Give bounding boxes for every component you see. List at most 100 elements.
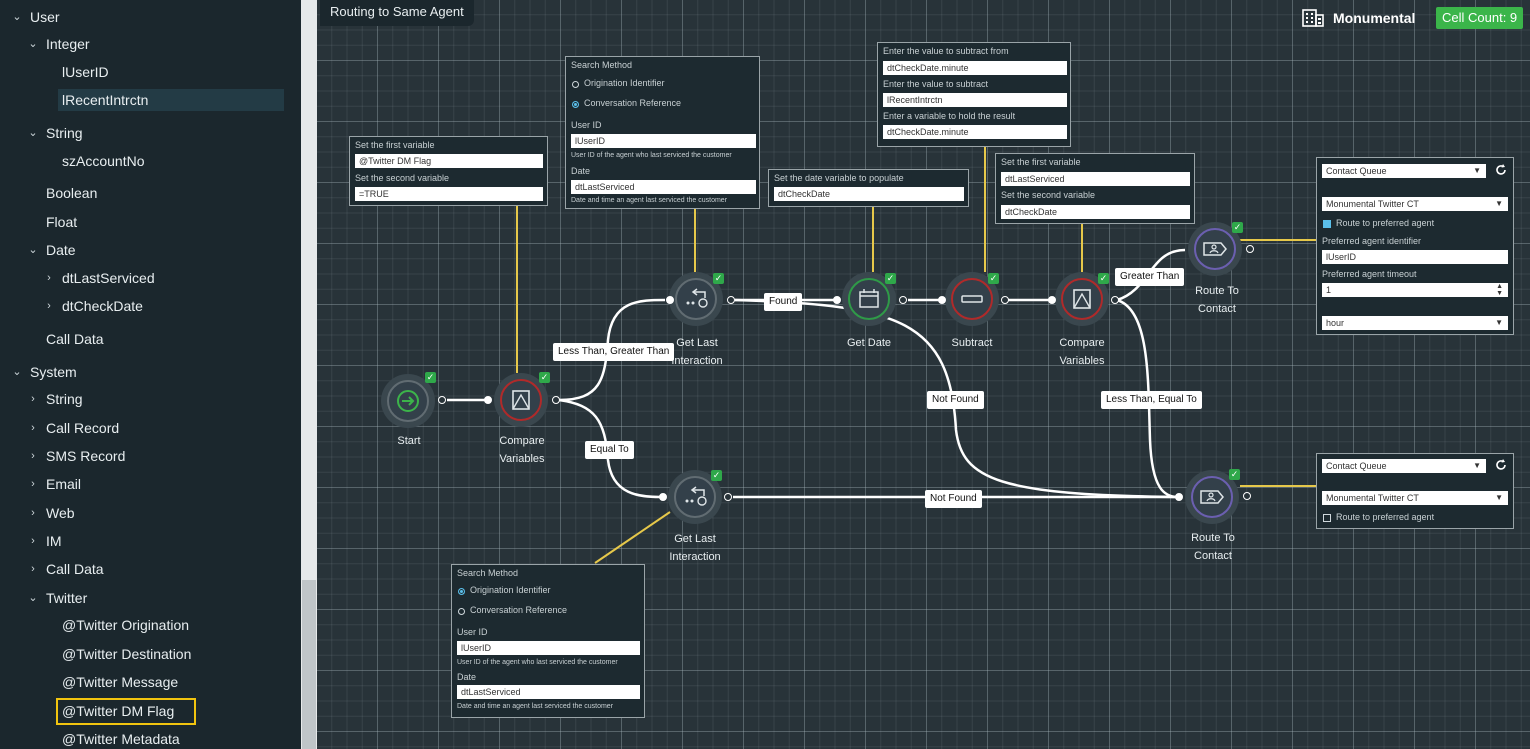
user-id-input[interactable]: lUserID bbox=[571, 134, 756, 148]
tree-item-twitter-dm-flag[interactable]: @Twitter DM Flag bbox=[56, 698, 196, 725]
tree-item-system-string[interactable]: ›String bbox=[26, 388, 286, 410]
chevron-right-icon[interactable]: › bbox=[47, 272, 51, 284]
queue-type-select[interactable]: Contact Queue▼ bbox=[1322, 459, 1486, 473]
tree-item-twitter-destination[interactable]: @Twitter Destination bbox=[58, 643, 284, 665]
input-port[interactable] bbox=[1048, 296, 1056, 304]
user-id-input[interactable]: lUserID bbox=[457, 641, 640, 655]
chevron-down-icon[interactable]: ⌄ bbox=[12, 11, 22, 23]
start-node[interactable] bbox=[381, 374, 435, 428]
tree-item-system-call-data[interactable]: ›Call Data bbox=[26, 558, 286, 580]
second-variable-input[interactable]: dtCheckDate bbox=[1001, 205, 1190, 219]
output-port[interactable] bbox=[1111, 296, 1119, 304]
output-port[interactable] bbox=[552, 396, 560, 404]
output-port[interactable] bbox=[438, 396, 446, 404]
subtract-value-input[interactable]: lRecentIntrctn bbox=[883, 93, 1067, 107]
edge-label-found[interactable]: Found bbox=[764, 293, 803, 311]
preferred-agent-checkbox[interactable] bbox=[1323, 514, 1331, 522]
first-variable-input[interactable]: @Twitter DM Flag bbox=[355, 154, 543, 168]
chevron-right-icon[interactable]: › bbox=[31, 450, 35, 462]
tree-item-web[interactable]: ›Web bbox=[26, 502, 286, 524]
tree-item-user[interactable]: ⌄User bbox=[10, 6, 290, 28]
tree-item-twitter-metadata[interactable]: @Twitter Metadata bbox=[58, 728, 284, 749]
tree-item-dtlastserviced[interactable]: ›dtLastServiced bbox=[42, 267, 286, 289]
edge-label-less-greater[interactable]: Less Than, Greater Than bbox=[553, 343, 675, 361]
chevron-right-icon[interactable]: › bbox=[31, 393, 35, 405]
chevron-down-icon[interactable]: ⌄ bbox=[28, 244, 38, 256]
subtract-node[interactable] bbox=[945, 272, 999, 326]
route-to-contact-node[interactable] bbox=[1188, 222, 1242, 276]
chevron-right-icon[interactable]: › bbox=[47, 300, 51, 312]
edge-label-not-found[interactable]: Not Found bbox=[927, 391, 984, 409]
chevron-right-icon[interactable]: › bbox=[31, 422, 35, 434]
radio-conversation-reference[interactable] bbox=[572, 101, 579, 108]
preferred-agent-checkbox[interactable] bbox=[1323, 220, 1331, 228]
chevron-down-icon[interactable]: ⌄ bbox=[12, 366, 22, 378]
route-to-contact-node-2[interactable] bbox=[1185, 470, 1239, 524]
tree-item-date[interactable]: ⌄Date bbox=[26, 239, 286, 261]
output-port[interactable] bbox=[727, 296, 735, 304]
tree-item-dtcheckdate[interactable]: ›dtCheckDate bbox=[42, 295, 286, 317]
date-variable-input[interactable]: dtCheckDate bbox=[774, 187, 964, 201]
edge-label-less-equal[interactable]: Less Than, Equal To bbox=[1101, 391, 1202, 409]
preferred-agent-id-input[interactable]: lUserID bbox=[1322, 250, 1508, 264]
refresh-icon[interactable] bbox=[1494, 458, 1508, 472]
chevron-right-icon[interactable]: › bbox=[31, 478, 35, 490]
edge-label-equal-to[interactable]: Equal To bbox=[585, 441, 634, 459]
sidebar-scroll-thumb[interactable] bbox=[302, 580, 316, 749]
output-port[interactable] bbox=[1243, 492, 1251, 500]
chevron-right-icon[interactable]: › bbox=[31, 563, 35, 575]
get-date-node[interactable] bbox=[842, 272, 896, 326]
input-port[interactable] bbox=[938, 296, 946, 304]
chevron-down-icon[interactable]: ⌄ bbox=[28, 592, 38, 604]
tree-item-email[interactable]: ›Email bbox=[26, 473, 286, 495]
output-port[interactable] bbox=[724, 493, 732, 501]
output-port[interactable] bbox=[1246, 245, 1254, 253]
tree-item-call-record[interactable]: ›Call Record bbox=[26, 417, 286, 439]
first-variable-input[interactable]: dtLastServiced bbox=[1001, 172, 1190, 186]
result-variable-input[interactable]: dtCheckDate.minute bbox=[883, 125, 1067, 139]
chevron-right-icon[interactable]: › bbox=[31, 507, 35, 519]
date-input[interactable]: dtLastServiced bbox=[457, 685, 640, 699]
stepper-arrows-icon[interactable]: ▲▼ bbox=[1496, 283, 1503, 297]
output-port[interactable] bbox=[899, 296, 907, 304]
compare-variables-node-2[interactable] bbox=[1055, 272, 1109, 326]
refresh-icon[interactable] bbox=[1494, 163, 1508, 177]
tree-item-twitter-message[interactable]: @Twitter Message bbox=[58, 671, 284, 693]
input-port[interactable] bbox=[659, 493, 667, 501]
chevron-down-icon[interactable]: ⌄ bbox=[28, 38, 38, 50]
tree-item-system[interactable]: ⌄System bbox=[10, 361, 290, 383]
tree-item-lrecentintrctn[interactable]: lRecentIntrctn bbox=[58, 89, 284, 111]
tree-item-szaccountno[interactable]: szAccountNo bbox=[58, 150, 284, 172]
subtract-from-input[interactable]: dtCheckDate.minute bbox=[883, 61, 1067, 75]
input-port[interactable] bbox=[666, 296, 674, 304]
chevron-right-icon[interactable]: › bbox=[31, 535, 35, 547]
chevron-down-icon[interactable]: ⌄ bbox=[28, 127, 38, 139]
queue-select[interactable]: Monumental Twitter CT▼ bbox=[1322, 491, 1508, 505]
tree-item-integer[interactable]: ⌄Integer bbox=[26, 33, 286, 55]
tree-item-sms-record[interactable]: ›SMS Record bbox=[26, 445, 286, 467]
timeout-unit-select[interactable]: hour▼ bbox=[1322, 316, 1508, 330]
tree-item-float[interactable]: Float bbox=[26, 211, 286, 233]
tree-item-twitter[interactable]: ⌄Twitter bbox=[26, 587, 286, 609]
input-port[interactable] bbox=[1175, 493, 1183, 501]
input-port[interactable] bbox=[484, 396, 492, 404]
tree-item-call-data[interactable]: Call Data bbox=[26, 328, 286, 350]
edge-label-not-found-2[interactable]: Not Found bbox=[925, 490, 982, 508]
tree-item-twitter-origination[interactable]: @Twitter Origination bbox=[58, 614, 284, 636]
tree-item-im[interactable]: ›IM bbox=[26, 530, 286, 552]
edge-label-greater-than[interactable]: Greater Than bbox=[1115, 268, 1185, 286]
queue-type-select[interactable]: Contact Queue▼ bbox=[1322, 164, 1486, 178]
sidebar-scrollbar[interactable] bbox=[301, 0, 317, 749]
second-variable-input[interactable]: =TRUE bbox=[355, 187, 543, 201]
tree-item-string[interactable]: ⌄String bbox=[26, 122, 286, 144]
output-port[interactable] bbox=[1001, 296, 1009, 304]
tree-item-boolean[interactable]: Boolean bbox=[26, 182, 286, 204]
radio-origination-identifier[interactable] bbox=[572, 81, 579, 88]
radio-conversation-reference[interactable] bbox=[458, 608, 465, 615]
queue-select[interactable]: Monumental Twitter CT▼ bbox=[1322, 197, 1508, 211]
radio-origination-identifier[interactable] bbox=[458, 588, 465, 595]
timeout-stepper[interactable]: 1▲▼ bbox=[1322, 283, 1508, 297]
date-input[interactable]: dtLastServiced bbox=[571, 180, 756, 194]
input-port[interactable] bbox=[833, 296, 841, 304]
tree-item-luserid[interactable]: lUserID bbox=[58, 61, 284, 83]
